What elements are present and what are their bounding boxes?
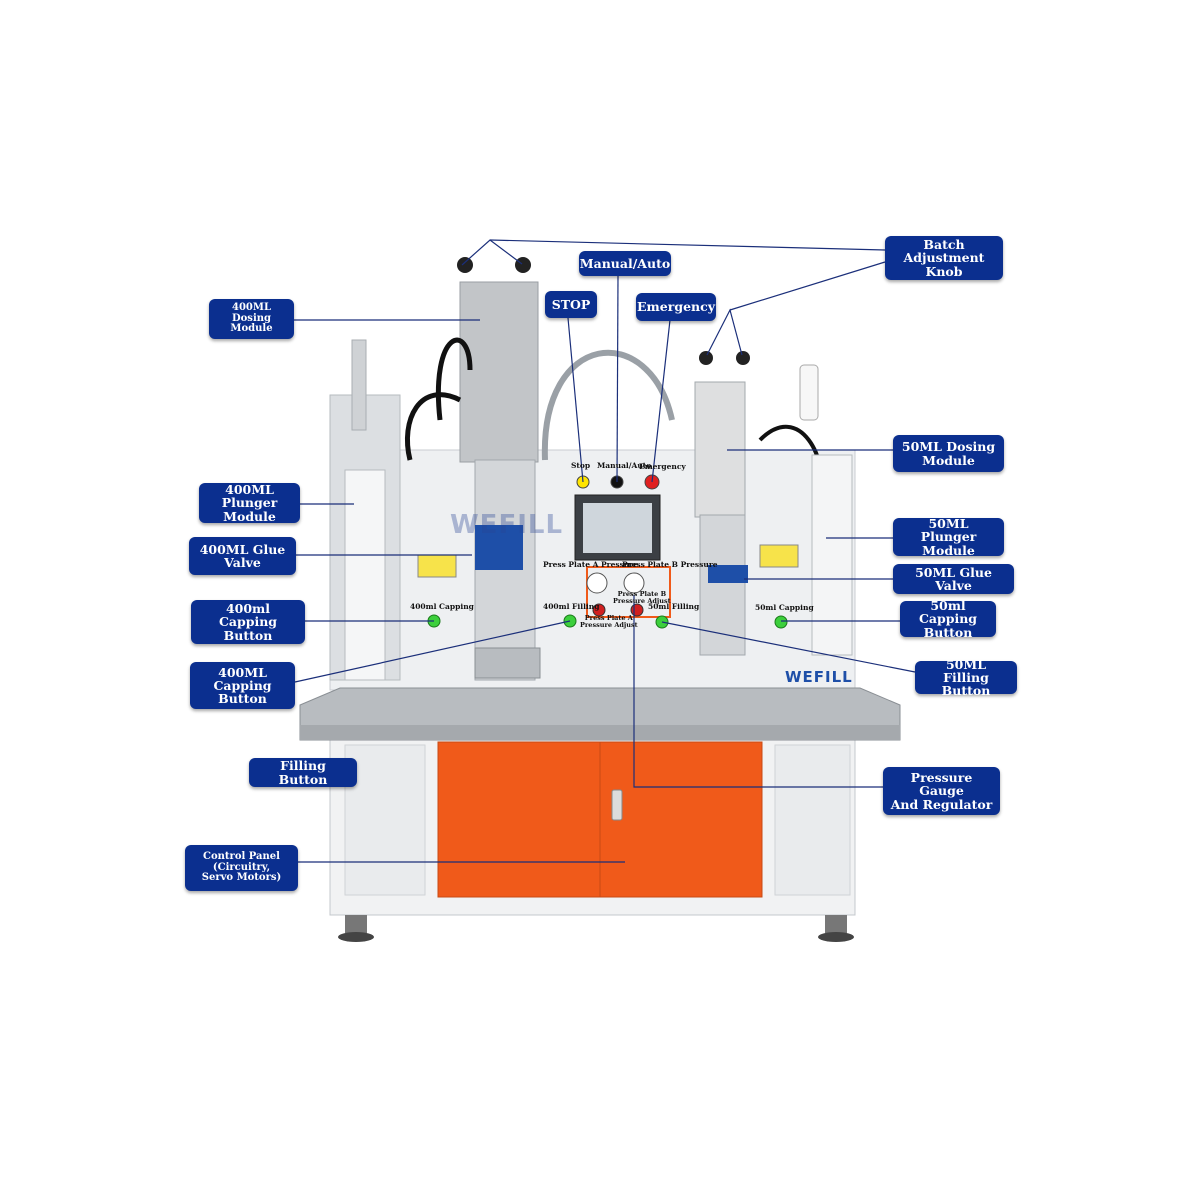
steel-hose — [541, 349, 675, 461]
back-panel — [329, 449, 856, 691]
regulator-a-knob[interactable] — [592, 603, 606, 617]
label-50ml-capping: 50ml Capping — [755, 603, 814, 612]
leg-right — [825, 915, 847, 933]
logo-watermark: WEFILL — [450, 510, 564, 540]
callout-emergency: Emergency — [636, 293, 716, 321]
callout-filling-button: Filling Button — [249, 758, 357, 787]
label-400ml-capping: 400ml Capping — [410, 602, 474, 611]
label-50ml-filling: 50ml Filling — [648, 602, 700, 611]
plunger-50ml — [811, 454, 853, 656]
label-press-plate-b-adjust: Press Plate B Pressure Adjust — [613, 590, 671, 605]
cabinet-door-right — [599, 741, 763, 898]
dosing-400ml — [459, 281, 539, 463]
label-emergency: Emergency — [639, 462, 686, 471]
callout-pressure-gauge-and-regulator: Pressure Gauge And Regulator — [883, 767, 1000, 815]
callout-400ml-plunger-module: 400ML Plunger Module — [199, 483, 300, 523]
label-manual-auto: Manual/Auto — [597, 461, 652, 470]
leader-lines — [294, 239, 916, 863]
gauge-a — [586, 572, 608, 594]
callout-stop: STOP — [545, 291, 597, 318]
cabinet-door-left — [437, 741, 601, 898]
callout-400ml-capping-button-b: 400ML Capping Button — [190, 662, 295, 709]
callout-400ml-capping-button-a: 400ml Capping Button — [191, 600, 305, 644]
callout-50ml-dosing-module: 50ML Dosing Module — [893, 435, 1004, 472]
label-press-plate-a-pressure: Press Plate A Pressure — [543, 560, 639, 569]
logo-brand: WEFILL — [785, 668, 853, 686]
callout-control-panel: Control Panel (Circuitry, Servo Motors) — [185, 845, 298, 891]
label-400ml-filling: 400ml Filling — [543, 602, 600, 611]
gauge-b — [623, 572, 645, 594]
capping-50ml-button[interactable] — [774, 615, 788, 629]
callout-50ml-capping-button: 50ml Capping Button — [900, 599, 996, 639]
label-press-plate-b-pressure: Press Plate B Pressure — [622, 560, 718, 569]
callout-manual-auto: Manual/Auto — [579, 251, 671, 276]
callout-50ml-filling-button: 50ML Filling Button — [915, 658, 1017, 697]
callout-50ml-plunger-module: 50ML Plunger Module — [893, 517, 1004, 557]
callout-50ml-glue-valve: 50ML Glue Valve — [893, 564, 1014, 594]
label-stop: Stop — [571, 461, 591, 470]
label-press-plate-a-adjust: Press Plate A Pressure Adjust — [580, 614, 638, 629]
leg-left — [345, 915, 367, 933]
glue-valve-50ml — [708, 565, 748, 583]
callout-batch-adjustment-knob: Batch Adjustment Knob — [885, 236, 1003, 280]
door-handle — [611, 789, 623, 821]
callout-400ml-glue-valve: 400ML Glue Valve — [189, 537, 296, 575]
pressure-box — [586, 566, 671, 618]
glue-valve-400ml — [475, 525, 523, 570]
callout-400ml-dosing-module: 400ML Dosing Module — [209, 299, 294, 339]
